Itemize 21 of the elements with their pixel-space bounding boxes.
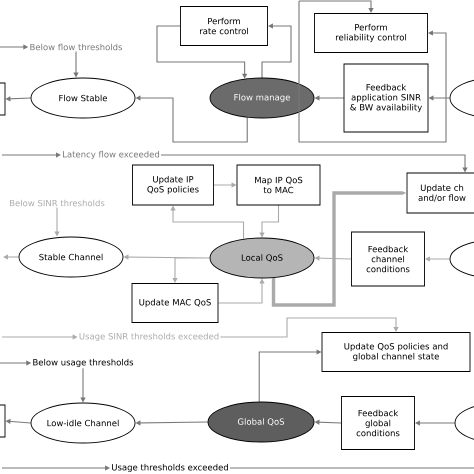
threshold-label: Usage thresholds exceeded [112,464,228,472]
process-box: Update IP QoS policies [132,164,214,206]
process-box: Feedback application SINR & BW availability [344,64,428,132]
process-box: Perform rate control [180,6,268,46]
process-box: Update ch and/or flow [406,172,474,214]
process-box: Perform reliability control [314,13,428,53]
arrow [220,317,399,338]
threshold-label: Below SINR thresholds [10,200,104,206]
threshold-label: Usage SINR thresholds exceeded [80,332,218,342]
process-box: Feedback global conditions [341,396,415,450]
process-box: Feedback channel conditions [351,232,425,286]
threshold-label: Below flow thresholds [30,44,122,50]
process-box [0,404,6,438]
process-box [0,82,6,116]
threshold-label: Latency flow exceeded [63,150,160,160]
process-box: Update QoS policies and global channel state [322,332,470,372]
threshold-label: Below usage thresholds [33,358,134,368]
connector-line [230,467,474,469]
process-box: Map IP QoS to MAC [236,164,320,206]
arrow [298,1,447,143]
process-box: Update MAC QoS [132,283,218,323]
